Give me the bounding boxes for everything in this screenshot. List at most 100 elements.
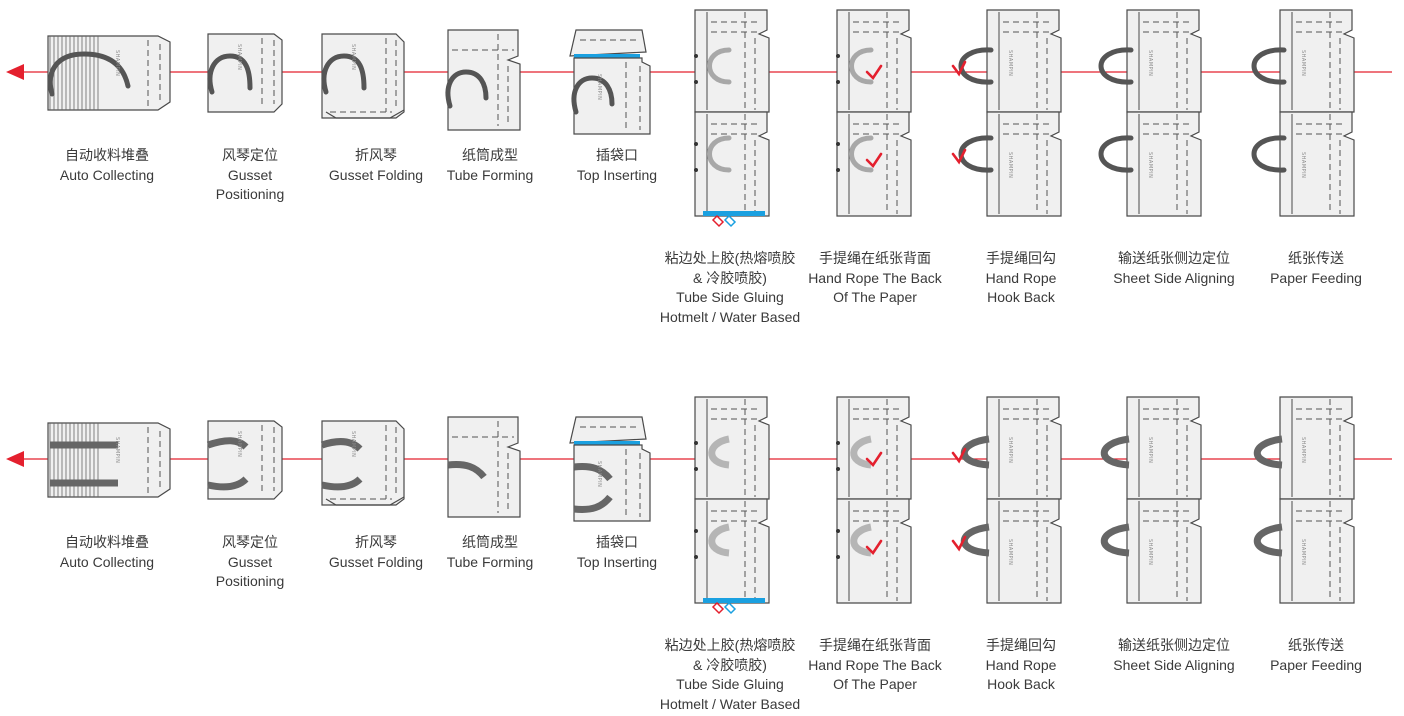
- svg-text:SHAMPIN: SHAMPIN: [1300, 539, 1306, 565]
- step-label: 自动收料堆叠 Auto Collecting: [60, 533, 154, 572]
- step-label-en: Sheet Side Aligning: [1113, 656, 1235, 673]
- gusset-folding-illustration: SHAMPIN: [321, 33, 405, 119]
- step-label-en: Gusset: [227, 553, 273, 570]
- hook-check-icon: [865, 152, 883, 169]
- svg-text:SHAMPIN: SHAMPIN: [1007, 152, 1013, 178]
- step-label-en: Sheet Side Aligning: [1113, 269, 1235, 286]
- glue-drop-icon: [711, 214, 737, 228]
- tube-forming-illustration: [445, 29, 521, 131]
- step-label-cn: & 冷胶喷胶): [693, 269, 767, 286]
- bag-stack-illustration: SHAMPIN: [47, 422, 171, 498]
- flow-direction-arrow-icon: [6, 451, 24, 467]
- step-label-en: Tube Side Gluing: [676, 289, 784, 305]
- rope-back-illustration: [836, 9, 912, 217]
- svg-text:SHAMPIN: SHAMPIN: [1147, 437, 1153, 463]
- step-label-en: Hook Back: [987, 289, 1055, 305]
- bag-stack-illustration: SHAMPIN: [47, 35, 171, 111]
- step-label-en: Positioning: [215, 186, 285, 202]
- svg-text:SHAMPIN: SHAMPIN: [114, 50, 120, 76]
- svg-text:SHAMPIN: SHAMPIN: [1007, 437, 1013, 463]
- step-label: 输送纸张侧边定位 Sheet Side Aligning: [1113, 249, 1234, 288]
- step-label-en: Hotmelt / Water Based: [659, 695, 801, 712]
- step-label-en: Gusset: [227, 166, 273, 183]
- sheet-panel: [836, 9, 912, 113]
- step-label-en: Hand Rope The Back: [808, 269, 942, 286]
- sheet-panel: [1279, 111, 1355, 217]
- hook-check-icon: [865, 451, 883, 468]
- step-label: 手提绳在纸张背面 Hand Rope The Back Of The Paper: [808, 636, 942, 695]
- step-label-cn: 手提绳回勾: [985, 250, 1056, 266]
- sheet-panel: [694, 9, 770, 113]
- sheet-panel: [1126, 9, 1202, 113]
- step-label-cn: 纸筒成型: [462, 147, 518, 163]
- step-label-cn: 纸筒成型: [462, 534, 518, 550]
- tube-forming-illustration: [447, 416, 521, 518]
- svg-text:SHAMPIN: SHAMPIN: [114, 437, 120, 463]
- step-label-en: Hook Back: [987, 676, 1055, 692]
- hook-check-icon: [865, 539, 883, 556]
- hook-check-icon: [951, 447, 967, 464]
- step-label-en: Gusset Folding: [328, 166, 424, 183]
- step-label-en: Hand Rope: [985, 269, 1057, 286]
- sheet-panel: [986, 498, 1062, 604]
- sheet-panel: [694, 111, 770, 217]
- svg-text:SHAMPIN: SHAMPIN: [596, 461, 602, 487]
- step-label-en: Positioning: [215, 573, 285, 589]
- gusset-positioning-illustration: SHAMPIN: [207, 33, 283, 113]
- sheet-panel: [1126, 396, 1202, 500]
- step-label-cn: 粘边处上胶(热熔喷胶: [664, 637, 796, 653]
- glue-strip: [703, 211, 765, 216]
- step-label-en: Hand Rope The Back: [808, 656, 942, 673]
- step-label-en: Auto Collecting: [59, 553, 155, 570]
- svg-text:SHAMPIN: SHAMPIN: [1300, 437, 1306, 463]
- hook-check-icon: [951, 60, 967, 77]
- step-label-cn: 自动收料堆叠: [64, 147, 149, 163]
- step-label-cn: 输送纸张侧边定位: [1118, 250, 1230, 266]
- step-label-en: Paper Feeding: [1270, 656, 1362, 673]
- step-label-cn: 风琴定位: [222, 534, 278, 550]
- step-label-cn: 折风琴: [354, 534, 397, 550]
- tube-side-gluing-illustration: [694, 9, 770, 228]
- sheet-panel: [1279, 498, 1355, 604]
- step-label-cn: 粘边处上胶(热熔喷胶: [664, 250, 796, 266]
- tube-side-gluing-illustration: [694, 396, 770, 615]
- glue-drop-icon: [711, 601, 737, 615]
- sheet-panel: [986, 111, 1062, 217]
- step-label-en: Top Inserting: [576, 553, 658, 570]
- svg-text:SHAMPIN: SHAMPIN: [350, 44, 356, 70]
- step-label-en: Hand Rope: [985, 656, 1057, 673]
- step-label-cn: 手提绳在纸张背面: [818, 637, 931, 653]
- step-label-en: Top Inserting: [576, 166, 658, 183]
- top-inserting-illustration: SHAMPIN: [569, 416, 651, 522]
- glue-strip: [703, 598, 765, 603]
- step-label-cn: 输送纸张侧边定位: [1118, 637, 1230, 653]
- hook-check-icon: [951, 148, 967, 165]
- step-label-en: Tube Forming: [446, 166, 534, 183]
- sheet-panel: [836, 396, 912, 500]
- svg-text:SHAMPIN: SHAMPIN: [236, 431, 242, 457]
- hook-check-icon: [951, 535, 967, 552]
- step-label: 输送纸张侧边定位 Sheet Side Aligning: [1113, 636, 1234, 675]
- step-label: 纸筒成型 Tube Forming: [447, 146, 534, 185]
- step-label-cn: 自动收料堆叠: [64, 534, 149, 550]
- glue-strip: [574, 441, 640, 445]
- svg-text:SHAMPIN: SHAMPIN: [1300, 50, 1306, 76]
- step-label-en: Of The Paper: [833, 676, 917, 692]
- step-label-en: Gusset Folding: [328, 553, 424, 570]
- sheet-panel: [1126, 498, 1202, 604]
- step-label-cn: 纸张传送: [1288, 250, 1344, 266]
